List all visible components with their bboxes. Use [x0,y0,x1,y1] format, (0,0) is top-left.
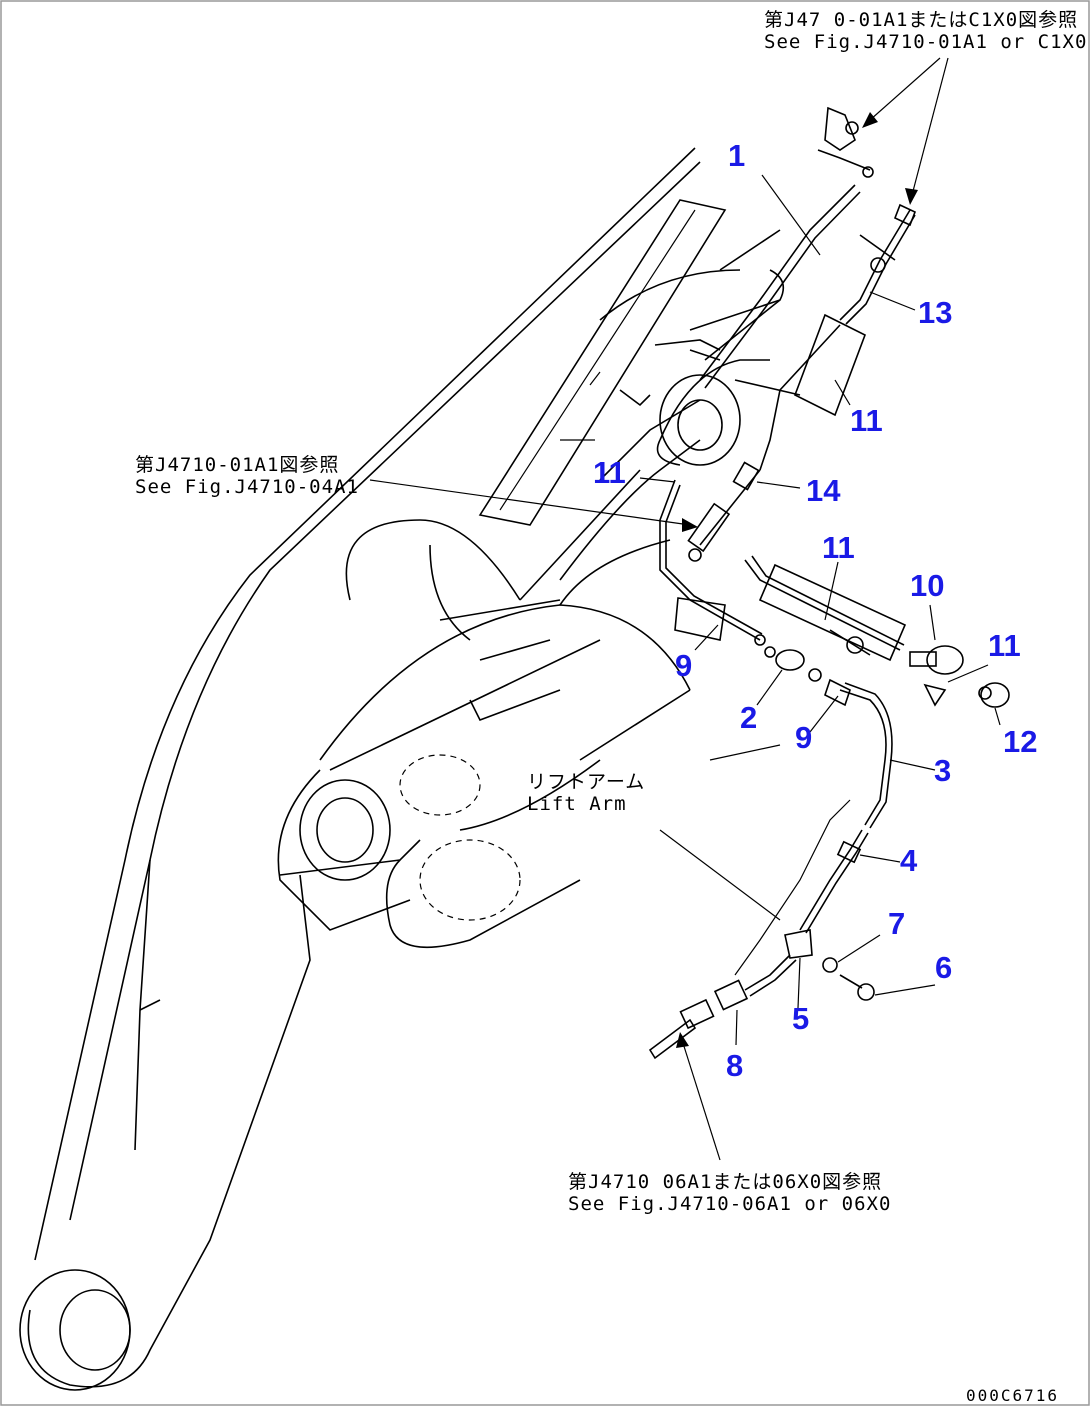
ref-bottom-en: See Fig.J4710-06A1 or 06X0 [568,1193,892,1215]
callout-1: 1 [728,138,746,173]
ref-bottom-jp: 第J4710 06A1または06X0図参照 [568,1171,883,1193]
ref-mid-jp: 第J4710-01A1図参照 [135,454,340,476]
part-label-jp: リフトアーム [527,771,646,793]
upper-plates [478,199,801,526]
callout-13: 13 [918,295,953,330]
callout-3: 3 [934,753,952,788]
callout-11-right: 11 [988,628,1021,663]
ref-top-jp: 第J47 0-01A1またはC1X0図参照 [764,9,1079,31]
callout-10: 10 [910,568,945,603]
ref-top-en: See Fig.J4710-01A1 or C1X0 [764,31,1088,53]
pin-bosses [19,374,741,1391]
callout-9-lower: 9 [795,720,813,755]
part-label-en: Lift Arm [527,793,627,815]
callout-9-upper: 9 [675,648,693,683]
leader-lines [369,57,1001,1161]
callout-7: 7 [888,906,906,941]
hose-assembly [648,106,1010,1060]
ref-mid-en: See Fig.J4710-04A1 [135,476,359,498]
callout-5: 5 [792,1001,810,1036]
drawing-code: 000C6716 [966,1386,1060,1405]
callout-8: 8 [726,1048,744,1083]
callout-12: 12 [1003,724,1038,759]
callout-6: 6 [935,950,953,985]
callout-2: 2 [740,700,758,735]
callout-14: 14 [806,473,841,508]
callout-11-mid: 11 [593,455,626,490]
callout-4: 4 [900,843,918,878]
callout-11-upper: 11 [850,403,883,438]
lift-arm-outline [27,147,785,1388]
callout-11-lower: 11 [822,530,855,565]
